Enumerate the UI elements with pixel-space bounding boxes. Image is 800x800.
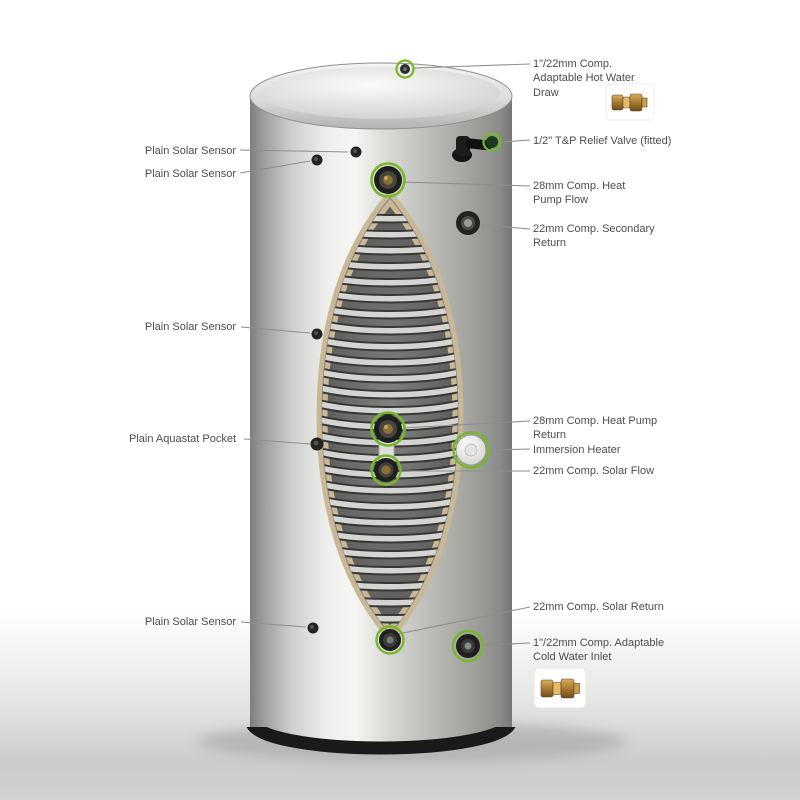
label-secondary-return: 22mm Comp. Secondary Return [533, 223, 655, 250]
port-hot-water-draw [395, 59, 415, 79]
port-cold-water-inlet [451, 629, 485, 663]
sensor-solar-bottom [307, 622, 319, 634]
port-solar-flow [370, 454, 402, 486]
label-heat-pump-flow: 28mm Comp. Heat Pump Flow [533, 180, 626, 207]
tank-base-rim [246, 727, 516, 755]
tp-relief-valve [452, 132, 502, 162]
port-heat-pump-return [370, 411, 406, 447]
port-secondary-return [456, 211, 480, 235]
tank-top-dome [262, 67, 500, 119]
hot-water-fitting-icon [605, 83, 655, 121]
label-tp-relief-valve: 1/2" T&P Relief Valve (fitted) [533, 135, 672, 147]
callout-lines [239, 63, 531, 646]
label-solar-flow: 22mm Comp. Solar Flow [533, 465, 655, 477]
label-plain-solar-sensor-1: Plain Solar Sensor [144, 145, 236, 157]
sensor-solar-mid [311, 328, 323, 340]
port-heat-pump-flow [370, 162, 406, 198]
label-heat-pump-return: 28mm Comp. Heat Pump Return [533, 415, 658, 442]
label-cold-water-inlet: 1"/22mm Comp. Adaptable Cold Water Inlet [533, 637, 665, 664]
label-plain-aquastat-pocket: Plain Aquastat Pocket [128, 433, 236, 445]
sensor-solar-top-b [311, 154, 323, 166]
label-hot-water-draw: 1"/22mm Comp. Adaptable Hot Water Draw [533, 58, 635, 99]
aquastat-pocket [310, 437, 324, 451]
sensor-solar-top-a [350, 146, 362, 158]
label-solar-return: 22mm Comp. Solar Return [533, 601, 664, 613]
cold-water-fitting-icon [533, 667, 587, 709]
label-plain-solar-sensor-2: Plain Solar Sensor [144, 168, 236, 180]
immersion-heater-boss [452, 431, 490, 469]
port-solar-return [375, 625, 405, 655]
label-plain-solar-sensor-3: Plain Solar Sensor [144, 321, 236, 333]
label-immersion-heater: Immersion Heater [533, 444, 621, 456]
label-plain-solar-sensor-4: Plain Solar Sensor [144, 616, 236, 628]
